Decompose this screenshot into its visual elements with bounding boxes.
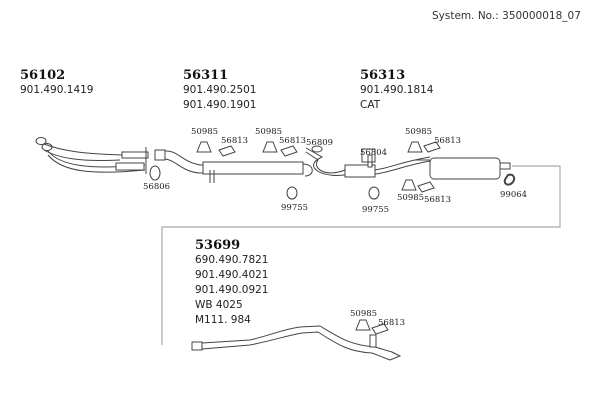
- group-title: 56311: [183, 68, 229, 83]
- bracket-icon: [417, 181, 435, 193]
- front-pipe[interactable]: [35, 137, 149, 175]
- part-group-56313: 56313 901.490.1814 CAT: [360, 68, 433, 113]
- part-group-56311: 56311 901.490.2501 901.490.1901: [183, 68, 256, 113]
- group-line: 901.490.1901: [183, 99, 257, 111]
- rubber-hanger-icon: [355, 319, 371, 331]
- bracket-icon: [280, 145, 298, 157]
- connector-line: [161, 165, 561, 345]
- part-label[interactable]: 50985: [191, 127, 219, 137]
- part-label[interactable]: 56813: [424, 195, 452, 205]
- ring-clamp-icon: [149, 165, 161, 181]
- bracket-icon: [423, 141, 441, 153]
- tail-pipe[interactable]: [191, 325, 402, 361]
- group-title: 56313: [360, 68, 406, 83]
- group-title: 56102: [20, 68, 66, 83]
- group-line: 901.490.2501: [183, 84, 257, 96]
- part-group-56102: 56102 901.490.1419: [20, 68, 93, 98]
- group-line: 901.490.1419: [20, 84, 94, 96]
- rubber-hanger-icon: [401, 179, 417, 191]
- group-line: WB 4025: [195, 299, 243, 311]
- rubber-hanger-icon: [407, 141, 423, 153]
- group-title: 53699: [195, 238, 241, 253]
- rubber-hanger-icon: [196, 141, 212, 153]
- group-line: 901.490.4021: [195, 269, 269, 281]
- group-line: 901.490.1814: [360, 84, 434, 96]
- part-label[interactable]: 99064: [500, 190, 528, 200]
- clamp-99064-icon: [503, 173, 516, 186]
- part-label[interactable]: 50985: [405, 127, 433, 137]
- bracket-icon: [218, 145, 236, 157]
- bracket-icon: [371, 323, 389, 335]
- part-label[interactable]: 56813: [434, 136, 462, 146]
- system-number: System. No.: 350000018_07: [432, 10, 581, 22]
- rubber-hanger-icon: [262, 141, 278, 153]
- part-label[interactable]: 56809: [306, 138, 334, 148]
- part-label[interactable]: 50985: [350, 309, 378, 319]
- catalyst-pipe[interactable]: [305, 147, 431, 178]
- group-line: 901.490.0921: [195, 284, 269, 296]
- part-label[interactable]: 50985: [255, 127, 283, 137]
- part-label[interactable]: 99755: [362, 205, 390, 215]
- gasket-icon: [361, 148, 376, 163]
- clamp-icon: [368, 186, 380, 200]
- part-label[interactable]: 56806: [143, 182, 171, 192]
- clamp-icon: [286, 186, 298, 200]
- rear-muffler[interactable]: [415, 157, 511, 180]
- group-line: M111. 984: [195, 314, 251, 326]
- gasket-56809-icon: [311, 145, 323, 153]
- part-group-53699: 53699 690.490.7821 901.490.4021 901.490.…: [195, 238, 268, 328]
- intermediate-pipe[interactable]: [154, 149, 313, 183]
- group-line: CAT: [360, 99, 381, 111]
- part-label[interactable]: 56813: [279, 136, 307, 146]
- part-label[interactable]: 56804: [360, 148, 388, 158]
- part-label[interactable]: 50985: [397, 193, 425, 203]
- group-line: 690.490.7821: [195, 254, 269, 266]
- part-label[interactable]: 56813: [378, 318, 406, 328]
- part-label[interactable]: 99755: [281, 203, 309, 213]
- part-label[interactable]: 56813: [221, 136, 249, 146]
